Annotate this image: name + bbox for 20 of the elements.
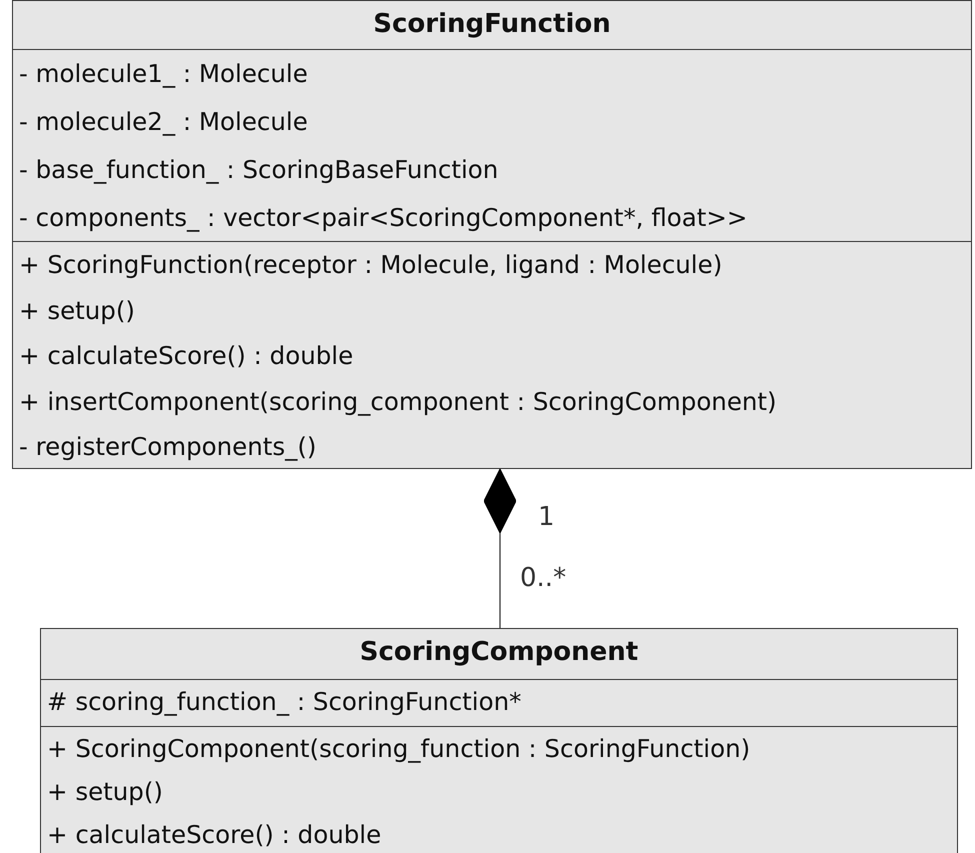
class-member: + setup() — [46, 776, 163, 808]
class-member: + setup() — [18, 294, 135, 326]
class-member: + insertComponent(scoring_component : ScoringComponent) — [18, 386, 777, 418]
class-box — [40, 628, 958, 853]
class-member: + ScoringComponent(scoring_function : ScoringFunction) — [46, 733, 750, 765]
composition-line — [484, 468, 516, 628]
class-member: + ScoringFunction(receptor : Molecule, ligand : Molecule) — [18, 249, 722, 281]
class-member: + calculateScore() : double — [46, 819, 382, 851]
class-name: ScoringComponent — [358, 636, 640, 669]
class-member: + calculateScore() : double — [18, 340, 354, 372]
class-member: - registerComponents_() — [18, 431, 316, 463]
class-box — [12, 0, 972, 469]
class-member: - components_ : vector<pair<ScoringComponent*, float>> — [18, 202, 748, 234]
multiplicity-label: 0..* — [520, 563, 566, 593]
class-name: ScoringFunction — [372, 8, 612, 41]
class-member: - base_function_ : ScoringBaseFunction — [18, 154, 498, 186]
class-member: - molecule2_ : Molecule — [18, 106, 308, 138]
class-member: - molecule1_ : Molecule — [18, 58, 308, 90]
multiplicity-label: 1 — [538, 502, 555, 532]
class-member: # scoring_function_ : ScoringFunction* — [46, 686, 522, 718]
